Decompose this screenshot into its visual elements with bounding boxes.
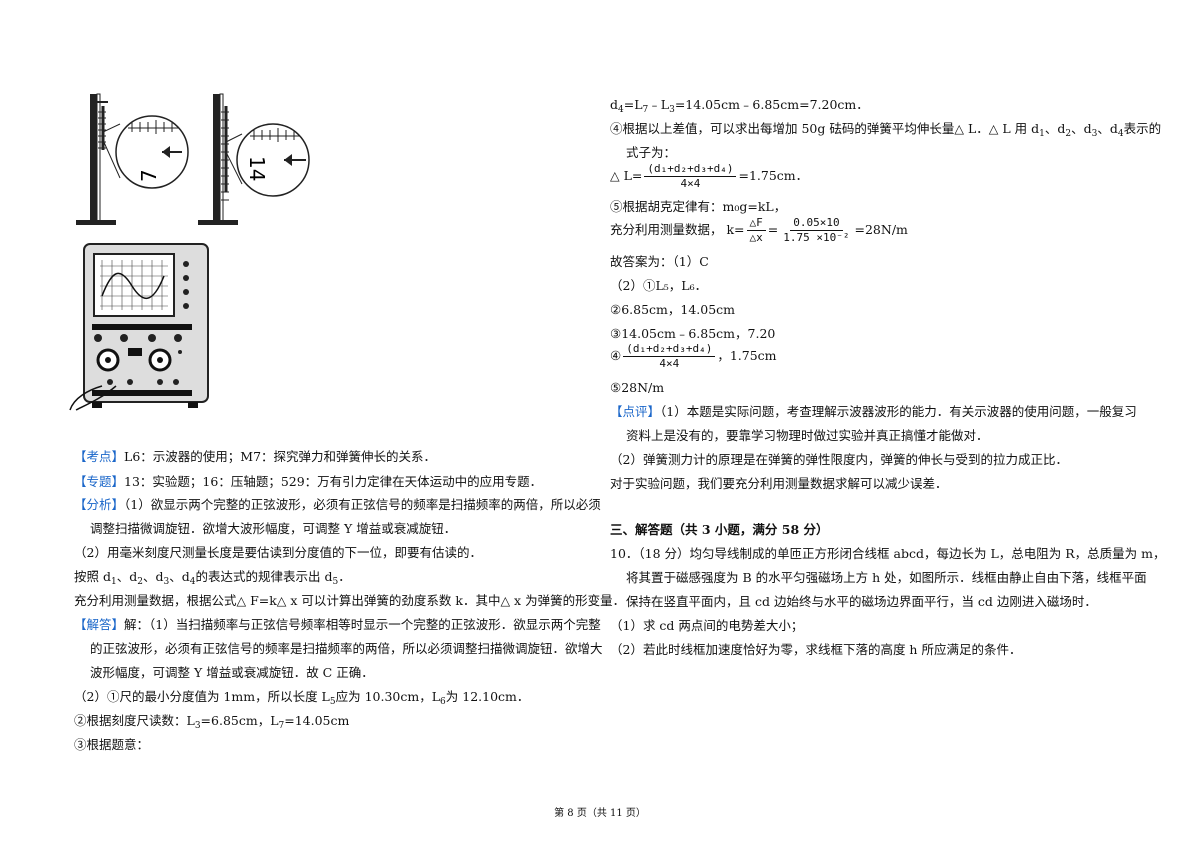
ruler-stand-2: 14 bbox=[198, 93, 310, 225]
question-10-line-3: 保持在竖直平面内，且 cd 边始终与水平的磁场边界面平行，当 cd 边刚进入磁场… bbox=[626, 594, 1097, 609]
oscilloscope-figure bbox=[69, 243, 209, 411]
fenxi-line-2: 调整扫描微调旋钮．欲增大波形幅度，可调整 Y 增益或衰减旋钮． bbox=[90, 521, 457, 536]
page-footer: 第 8 页（共 11 页） bbox=[554, 808, 646, 819]
zhuanti-text: 13：实验题；16：压轴题；529：万有引力定律在天体运动中的应用专题． bbox=[124, 474, 543, 489]
kaodian-tag: 【考点】 bbox=[74, 449, 125, 464]
ruler-1-label: 7 bbox=[137, 169, 161, 182]
jieda-line-4: （2）①尺的最小分度值为 1mm，所以长度 L5应为 10.30cm，L6为 1… bbox=[74, 689, 530, 707]
question-10-line-1: 10．（18 分）均匀导线制成的单匝正方形闭合线框 abcd，每边长为 L，总电… bbox=[610, 546, 1166, 561]
zhuanti-line: 【专题】13：实验题；16：压轴题；529：万有引力定律在天体运动中的应用专题． bbox=[74, 474, 542, 490]
dianping-line-3: （2）弹簧测力计的原理是在弹簧的弹性限度内，弹簧的伸长与受到的拉力成正比． bbox=[610, 452, 1068, 467]
jieda-line-2: 的正弦波形，必须有正弦信号的频率是扫描频率的两倍，所以必须调整扫描微调旋钮．欲增… bbox=[90, 641, 603, 656]
step4-expression-label: 式子为： bbox=[626, 145, 677, 160]
answer-title: 故答案为：（1）C bbox=[610, 254, 709, 269]
delta-l-fraction: (d₁+d₂+d₃+d₄)4×4 bbox=[644, 162, 737, 191]
fenxi-line-3: （2）用毫米刻度尺测量长度是要估读到分度值的下一位，即要有估读的． bbox=[74, 545, 482, 560]
section-title: 三、解答题（共 3 小题，满分 58 分） bbox=[610, 522, 829, 537]
answer-4: ③14.05cm﹣6.85cm，7.20 bbox=[610, 326, 776, 341]
answer-5-fraction: (d₁+d₂+d₃+d₄)4×4 bbox=[623, 342, 716, 371]
dianping-tag: 【点评】 bbox=[610, 404, 661, 419]
answer-2: （2）①L₅，L₆． bbox=[610, 278, 708, 293]
fenxi-line-4: 按照 d1、d2、d3、d4的表达式的规律表示出 d5． bbox=[74, 569, 351, 587]
answer-5: ④(d₁+d₂+d₃+d₄)4×4，1.75cm bbox=[610, 342, 777, 371]
dianping-line-2: 资料上是没有的，要靠学习物理时做过实验并真正搞懂才能做对． bbox=[626, 428, 989, 443]
fenxi-line-5: 充分利用测量数据，根据公式△ F=k△ x 可以计算出弹簧的劲度系数 k．其中△… bbox=[74, 593, 626, 608]
answer-6: ⑤28N/m bbox=[610, 380, 665, 395]
jieda-line-6: ③根据题意： bbox=[74, 737, 150, 752]
question-10-part-1: （1）求 cd 两点间的电势差大小； bbox=[610, 618, 804, 633]
step4-line: ④根据以上差值，可以求出每增加 50g 砝码的弹簧平均伸长量△ L．△ L 用 … bbox=[610, 121, 1162, 139]
jieda-line-5: ②根据刻度尺读数：L3=6.85cm，L7=14.05cm bbox=[74, 713, 350, 731]
fenxi-tag: 【分析】 bbox=[74, 497, 125, 512]
k-fraction-1: △F△x bbox=[746, 216, 766, 245]
jieda-line-1: 【解答】解：（1）当扫描频率与正弦信号频率相等时显示一个完整的正弦波形．欲显示两… bbox=[74, 617, 601, 633]
ruler-figure: 7 14 bbox=[76, 93, 310, 225]
jieda-line-3: 波形幅度，可调整 Y 增益或衰减旋钮．故 C 正确． bbox=[90, 665, 374, 680]
ruler-2-label: 14 bbox=[245, 156, 269, 181]
jieda-tag: 【解答】 bbox=[74, 617, 125, 632]
hooke-line: ⑤根据胡克定律有：m₀g=kL， bbox=[610, 199, 787, 214]
kaodian-line: 【考点】L6：示波器的使用；M7：探究弹力和弹簧伸长的关系． bbox=[74, 449, 436, 465]
fenxi-line-1: 【分析】（1）欲显示两个完整的正弦波形，必须有正弦信号的频率是扫描频率的两倍，所… bbox=[74, 497, 601, 513]
jieda-text-1: 解：（1）当扫描频率与正弦信号频率相等时显示一个完整的正弦波形．欲显示两个完整 bbox=[124, 617, 601, 632]
answer-3: ②6.85cm，14.05cm bbox=[610, 302, 736, 317]
zhuanti-tag: 【专题】 bbox=[74, 474, 125, 489]
fenxi-text-1: （1）欲显示两个完整的正弦波形，必须有正弦信号的频率是扫描频率的两倍，所以必须 bbox=[124, 497, 601, 512]
ruler-stand-1: 7 bbox=[76, 93, 189, 225]
d4-line: d4=L7﹣L3=14.05cm﹣6.85cm=7.20cm． bbox=[610, 97, 869, 115]
question-10-line-2: 将其置于磁感强度为 B 的水平匀强磁场上方 h 处，如图所示．线框由静止自由下落… bbox=[626, 570, 1147, 585]
delta-l-formula: △ L=(d₁+d₂+d₃+d₄)4×4=1.75cm． bbox=[610, 162, 809, 191]
dianping-line-1: 【点评】（1）本题是实际问题，考查理解示波器波形的能力．有关示波器的使用问题，一… bbox=[610, 404, 1137, 419]
dianping-line-4: 对于实验问题，我们要充分利用测量数据求解可以减少误差． bbox=[610, 476, 948, 491]
kaodian-text: L6：示波器的使用；M7：探究弹力和弹簧伸长的关系． bbox=[124, 449, 437, 464]
question-10-part-2: （2）若此时线框加速度恰好为零，求线框下落的高度 h 所应满足的条件． bbox=[610, 642, 1022, 657]
